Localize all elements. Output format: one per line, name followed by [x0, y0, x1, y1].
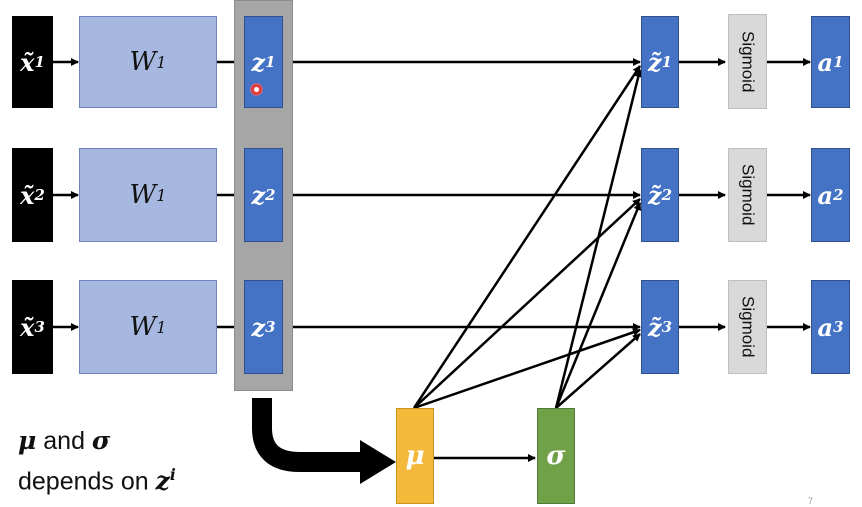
sigmoid-label: Sigmoid: [738, 164, 758, 226]
a-sup: 2: [833, 186, 844, 204]
page-number: 7: [808, 496, 814, 506]
caption-and: and: [36, 427, 92, 455]
z-sup: 3: [265, 318, 276, 336]
z-tilde-label: z̃: [648, 312, 662, 342]
a-label: a: [817, 180, 834, 210]
z-tilde-sup: 3: [661, 318, 672, 336]
a-label: a: [817, 312, 834, 342]
z-tilde-2-box: z̃2: [641, 148, 679, 242]
sigmoid-label: Sigmoid: [738, 296, 758, 358]
x-label: x̃: [20, 47, 35, 77]
w-sup: 1: [156, 317, 167, 337]
w-label: W: [129, 47, 157, 77]
z-tilde-sup: 1: [661, 53, 672, 71]
caption-line-1: μ and σ: [18, 424, 258, 458]
z-tilde-1-box: z̃1: [641, 16, 679, 108]
w-label: W: [129, 180, 157, 210]
sigma-box: σ: [537, 408, 575, 504]
z-tilde-label: z̃: [648, 180, 662, 210]
z-sup: 2: [265, 186, 276, 204]
z-sup: 1: [265, 53, 276, 71]
x-tilde-2-box: x̃2: [12, 148, 53, 242]
z-tilde-3-box: z̃3: [641, 280, 679, 374]
a-sup: 1: [833, 53, 844, 71]
sigmoid-2-box: Sigmoid: [728, 148, 767, 242]
z-tilde-sup: 2: [661, 186, 672, 204]
x-sup: 1: [34, 53, 45, 71]
z-tilde-label: z̃: [648, 47, 662, 77]
x-sup: 3: [34, 318, 45, 336]
z-label: z: [251, 180, 266, 210]
caption-note: μ and σ depends on zi: [18, 424, 258, 498]
caption-mu: μ: [18, 426, 37, 455]
z-label: z: [251, 47, 266, 77]
group-to-mu-arrowhead: [360, 440, 396, 484]
z-label: z: [251, 312, 266, 342]
group-to-mu-arrow: [252, 398, 362, 472]
cursor-indicator-dot: [250, 83, 263, 96]
x-label: x̃: [20, 180, 35, 210]
mu-box: μ: [396, 408, 434, 504]
sigmoid-3-box: Sigmoid: [728, 280, 767, 374]
w-label: W: [129, 312, 157, 342]
sigma-label: σ: [546, 441, 566, 471]
a-sup: 3: [833, 318, 844, 336]
x-sup: 2: [34, 186, 45, 204]
sigmoid-1-box: Sigmoid: [728, 14, 767, 109]
a-label: a: [817, 47, 834, 77]
x-tilde-3-box: x̃3: [12, 280, 53, 374]
caption-depends: depends on: [18, 467, 156, 496]
caption-line-2: depends on zi: [18, 458, 258, 498]
mu-label: μ: [405, 441, 425, 471]
x-tilde-1-box: x̃1: [12, 16, 53, 108]
caption-z: z: [155, 466, 170, 496]
w-sup: 1: [156, 185, 167, 205]
w-sup: 1: [156, 52, 167, 72]
caption-sigma: σ: [91, 426, 111, 455]
x-label: x̃: [20, 312, 35, 342]
sigmoid-label: Sigmoid: [738, 30, 758, 93]
caption-z-sup: i: [169, 465, 176, 484]
